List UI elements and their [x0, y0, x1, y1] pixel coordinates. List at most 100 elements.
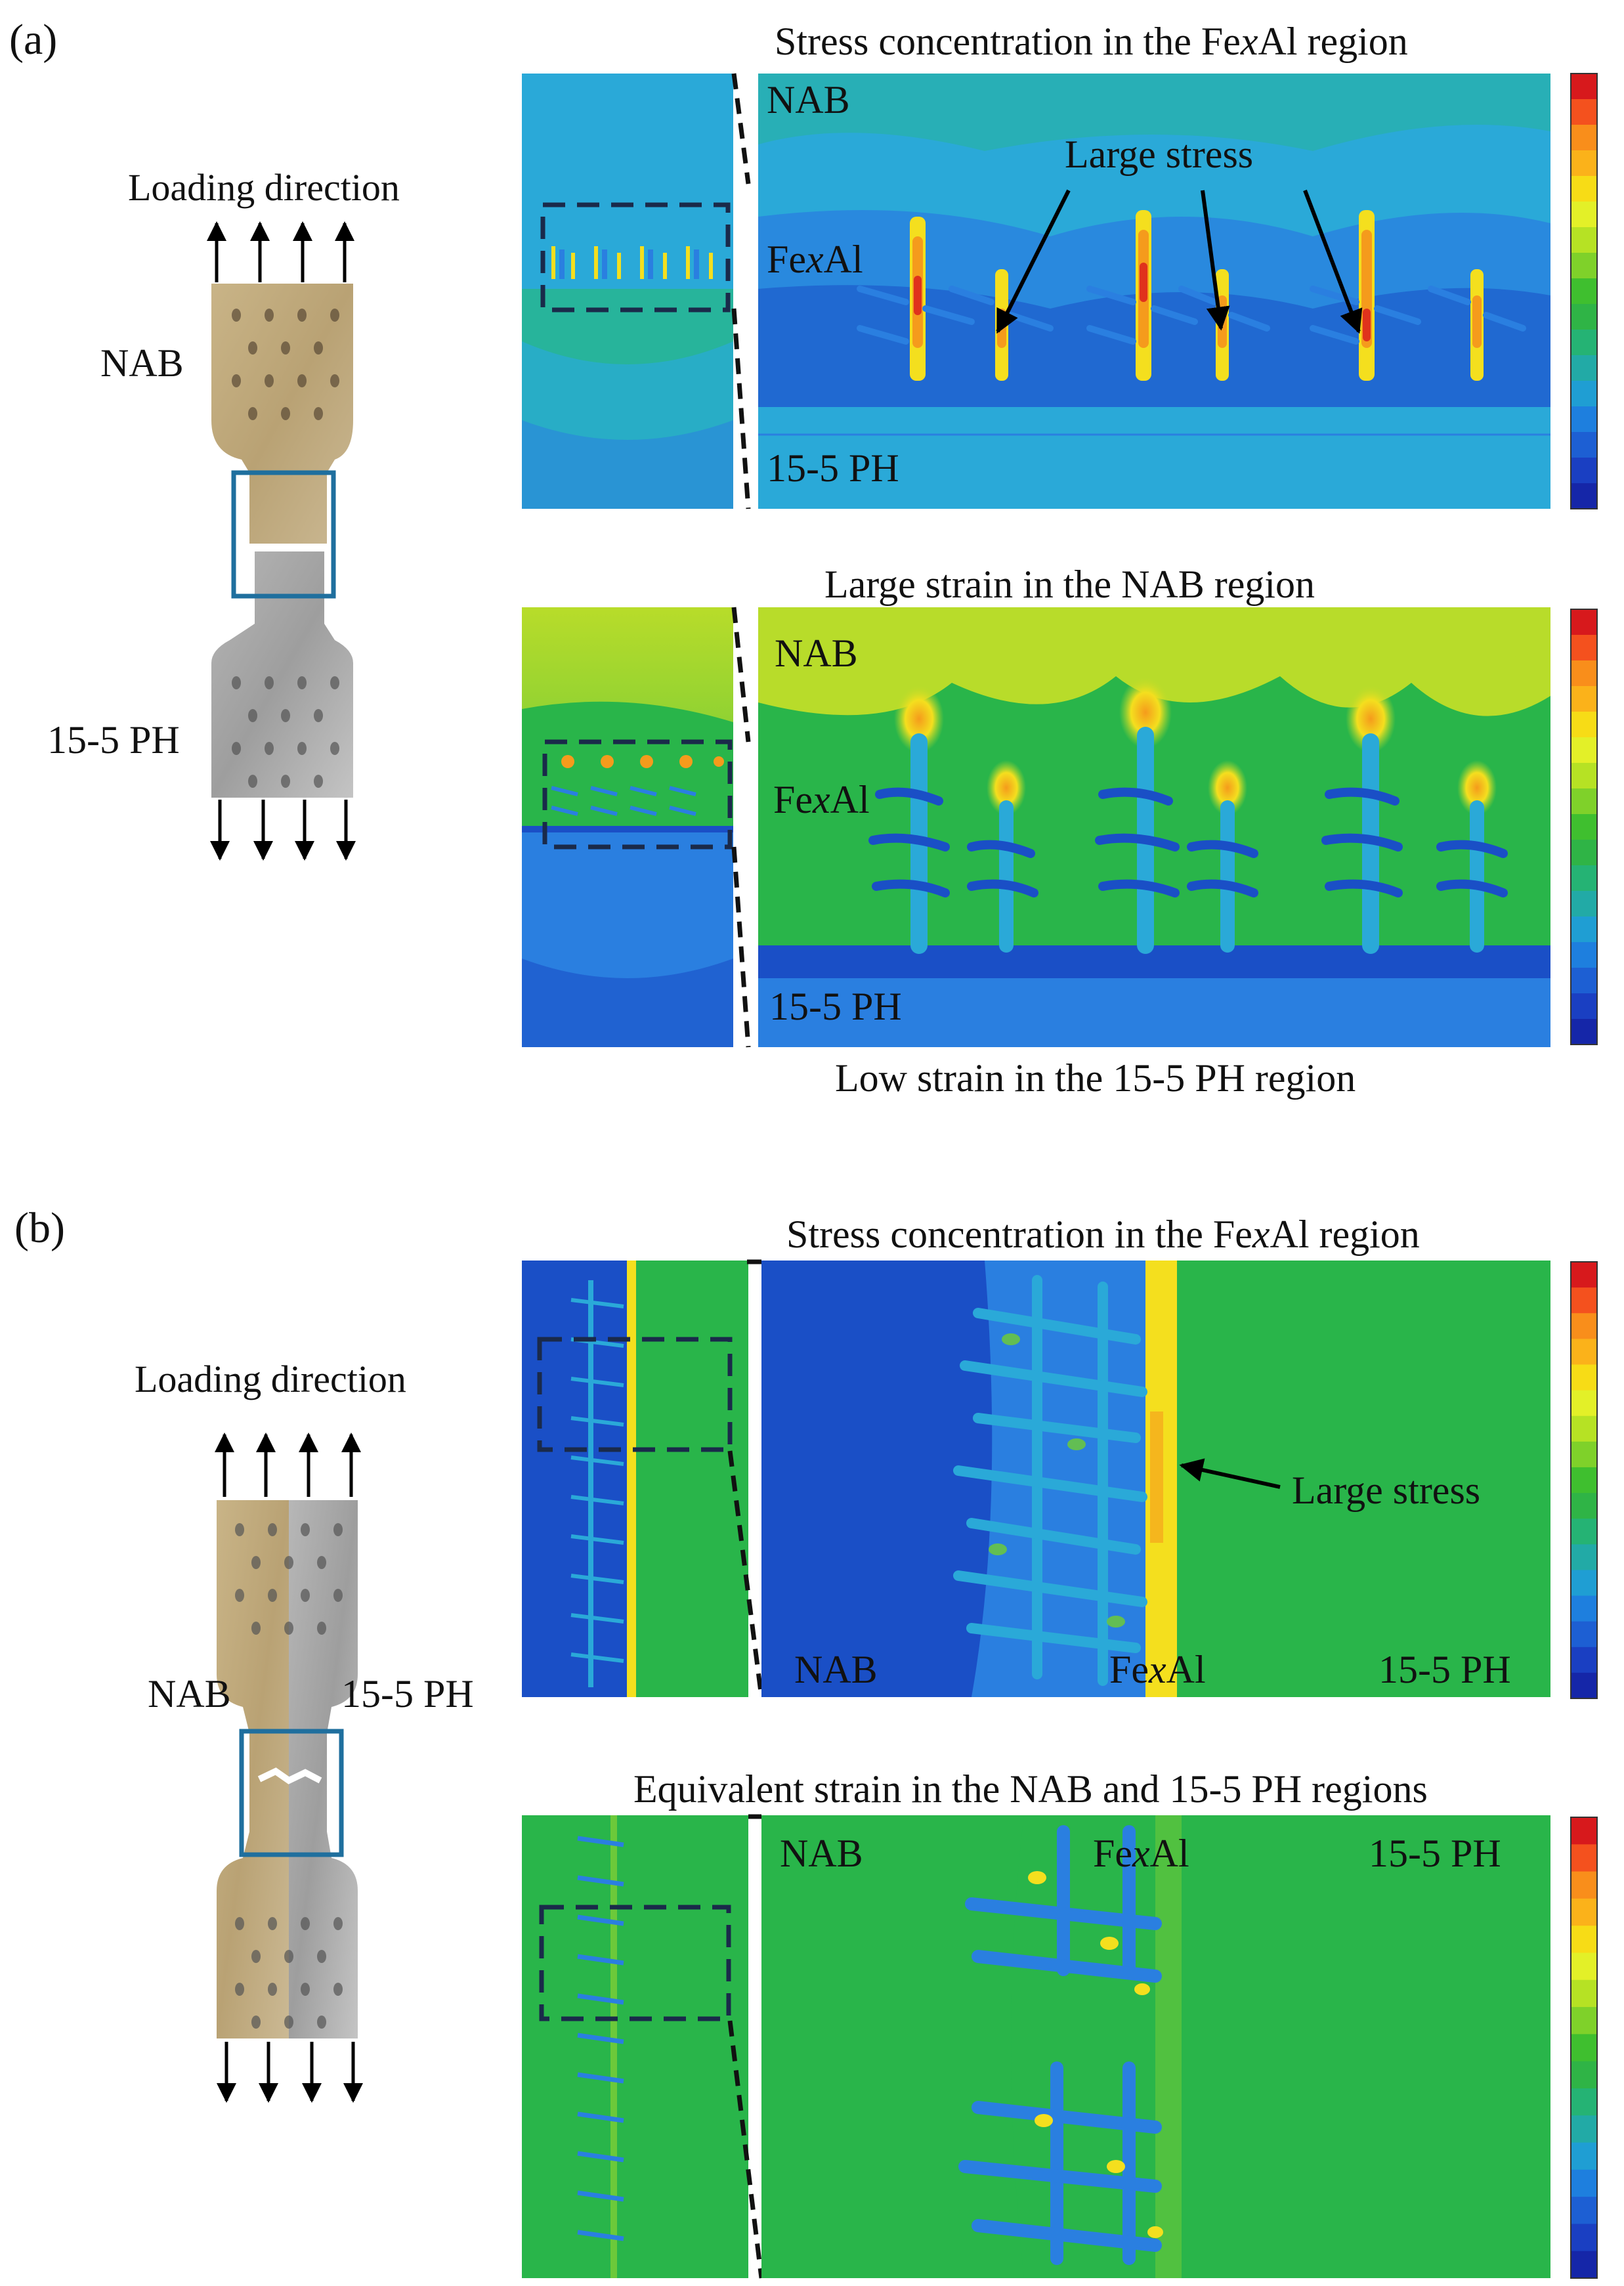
- colorbar-segment: [1571, 1019, 1597, 1045]
- colorbar-segment: [1571, 737, 1597, 764]
- colorbar-segment: [1571, 1339, 1597, 1365]
- colorbar-segment: [1571, 712, 1597, 738]
- colorbar-segment: [1571, 891, 1597, 917]
- annotation-arrow-b1: [1179, 1458, 1281, 1489]
- label-nab-b1: NAB: [794, 1648, 878, 1691]
- colorbar-segment: [1571, 1441, 1597, 1468]
- fracture-region-box-b: [239, 1729, 344, 1857]
- label-ph-a1: 15-5 PH: [767, 446, 899, 490]
- colorbar-segment: [1571, 2142, 1597, 2170]
- zoom-connector-b1-bottom: [727, 1450, 764, 1698]
- contour-detail-a2: [758, 607, 1550, 1047]
- colorbar-segment: [1571, 2115, 1597, 2144]
- annotation-arrows-a1: [996, 189, 1363, 334]
- zoom-connector-a1-bottom: [731, 308, 751, 509]
- annotation-large-stress-a1: Large stress: [1065, 133, 1253, 176]
- colorbar-segment: [1571, 942, 1597, 968]
- fexal-network-b1: [953, 1275, 1147, 1686]
- colorbar-segment: [1571, 1595, 1597, 1622]
- label-ph-a2: 15-5 PH: [769, 985, 902, 1028]
- fracture-region-box-a: [231, 470, 336, 599]
- colorbar-segment: [1571, 1519, 1597, 1545]
- colorbar-segment: [1571, 686, 1597, 712]
- colorbar-segment: [1571, 763, 1597, 789]
- colorbar-a1: [1570, 73, 1598, 509]
- contour-overview-a1: [522, 74, 733, 509]
- fracture-crack-b: [257, 1767, 322, 1784]
- colorbar-a2: [1570, 609, 1598, 1045]
- colorbar-outline: [1570, 73, 1598, 509]
- colorbar-segment: [1571, 840, 1597, 866]
- loading-arrows-bottom-a: [210, 800, 356, 861]
- contour-overview-b2: [522, 1815, 748, 2278]
- contour-title-b2: Equivalent strain in the NAB and 15-5 PH…: [633, 1767, 1428, 1811]
- label-fexal-a1: FexAl: [767, 238, 863, 281]
- colorbar-segment: [1571, 1672, 1597, 1699]
- colorbar-segment: [1571, 865, 1597, 892]
- specimen-holes-a: [232, 309, 339, 420]
- colorbar-segment: [1571, 202, 1597, 228]
- colorbar-segment: [1571, 2197, 1597, 2224]
- label-ph-b1: 15-5 PH: [1378, 1648, 1511, 1691]
- colorbar-segment: [1571, 432, 1597, 458]
- colorbar-segment: [1571, 355, 1597, 381]
- colorbar-segment: [1571, 304, 1597, 330]
- contour-overview-a2: [522, 607, 733, 1047]
- label-fexal-b2: FexAl: [1093, 1832, 1189, 1875]
- colorbar-segment: [1571, 968, 1597, 994]
- colorbar-segment: [1571, 2007, 1597, 2035]
- colorbar-segment: [1571, 1313, 1597, 1339]
- contour-detail-a1: [758, 74, 1550, 509]
- colorbar-b2: [1570, 1817, 1598, 2279]
- colorbar-segment: [1571, 330, 1597, 356]
- contour-detail-b1: [761, 1261, 1550, 1697]
- colorbar-segment: [1571, 993, 1597, 1020]
- colorbar-b1: [1570, 1261, 1598, 1699]
- fexal-needles-a1: [910, 210, 1484, 381]
- loading-direction-label-b: Loading direction: [135, 1358, 406, 1400]
- colorbar-segment: [1571, 2224, 1597, 2252]
- loading-arrows-top-b: [215, 1433, 361, 1497]
- colorbar-segment: [1571, 2251, 1597, 2279]
- colorbar-segment: [1571, 150, 1597, 177]
- label-fexal-b1: FexAl: [1109, 1648, 1206, 1691]
- colorbar-segment: [1571, 1544, 1597, 1570]
- colorbar-segment: [1571, 2034, 1597, 2062]
- zoom-box-a2: [542, 739, 733, 850]
- loading-arrows-top-a: [207, 221, 354, 282]
- colorbar-segment: [1571, 1952, 1597, 1981]
- colorbar-segment: [1571, 458, 1597, 484]
- colorbar-segment: [1571, 278, 1597, 305]
- contour-title-a2: Large strain in the NAB region: [824, 563, 1315, 606]
- zoom-connector-b2-bottom: [727, 2020, 764, 2279]
- zoom-box-b2: [539, 1905, 731, 2021]
- specimen-ph-half-a: [211, 551, 353, 798]
- contour-title-b1: Stress concentration in the FexAl region: [786, 1213, 1420, 1256]
- fexal-branches-a1: [857, 286, 1526, 345]
- label-ph-b2: 15-5 PH: [1369, 1832, 1501, 1875]
- colorbar-segment: [1571, 2169, 1597, 2197]
- colorbar-segment: [1571, 1926, 1597, 1953]
- colorbar-segment: [1571, 1898, 1597, 1926]
- colorbar-segment: [1571, 1287, 1597, 1314]
- label-nab-a1: NAB: [767, 78, 850, 121]
- specimen-label-ph-b: 15-5 PH: [341, 1672, 474, 1715]
- colorbar-segment: [1571, 660, 1597, 687]
- colorbar-segment: [1571, 99, 1597, 125]
- colorbar-segment: [1571, 176, 1597, 202]
- colorbar-segment: [1571, 406, 1597, 433]
- colorbar-segment: [1571, 1979, 1597, 2008]
- zoom-box-b1: [537, 1337, 733, 1452]
- contour-overview-b1: [522, 1261, 748, 1697]
- specimen-a: Loading direction NAB 15-: [47, 166, 400, 861]
- contour-detail-b2: [761, 1815, 1550, 2278]
- zoom-connector-a2-bottom: [731, 846, 751, 1048]
- colorbar-outline: [1570, 1261, 1598, 1699]
- fexal-network-b2: [958, 1825, 1162, 2265]
- colorbar-segment: [1571, 1844, 1597, 1872]
- colorbar-segment: [1571, 1647, 1597, 1673]
- specimen-holes-b: [235, 1523, 343, 2029]
- colorbar-segment: [1571, 1262, 1597, 1288]
- zoom-connector-a1-top: [731, 73, 751, 184]
